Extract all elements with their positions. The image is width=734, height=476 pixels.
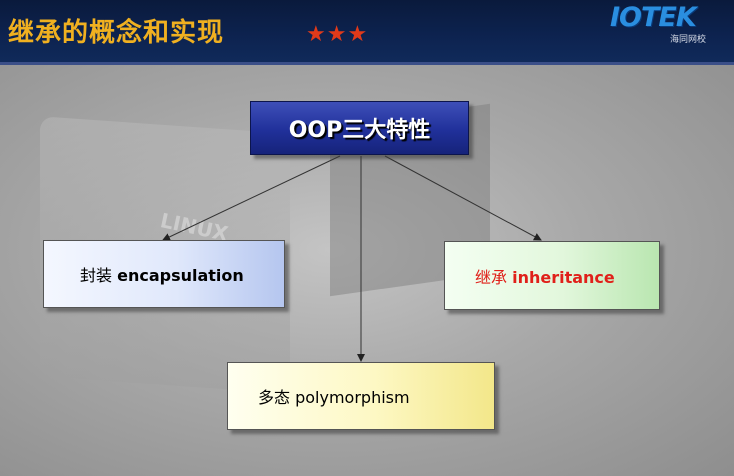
logo-text: IOTEK <box>610 2 697 33</box>
polymorphism-label: 多态 polymorphism <box>258 384 410 408</box>
root-node-oop-features: OOP三大特性 <box>250 101 469 155</box>
logo-subtext: 海同网校 <box>670 35 707 45</box>
node-inheritance: 继承 inheritance <box>444 241 660 310</box>
node-encapsulation: 封装 encapsulation <box>43 240 285 308</box>
slide-title: 继承的概念和实现 <box>8 18 225 48</box>
encapsulation-en: encapsulation <box>117 266 244 285</box>
encapsulation-cn: 封装 <box>80 266 118 285</box>
inheritance-label: 继承 inheritance <box>475 264 615 288</box>
inheritance-en: inheritance <box>512 267 615 287</box>
inheritance-cn: 继承 <box>475 267 513 287</box>
encapsulation-label: 封装 encapsulation <box>80 262 244 286</box>
brand-logo: IOTEK 海同网校 <box>610 2 720 48</box>
header-bar: 继承的概念和实现 ★★★ IOTEK 海同网校 <box>0 0 734 65</box>
node-polymorphism: 多态 polymorphism <box>227 362 495 430</box>
polymorphism-en: polymorphism <box>295 388 410 407</box>
root-node-label: OOP三大特性 <box>288 118 431 143</box>
polymorphism-cn: 多态 <box>258 388 296 407</box>
rating-stars: ★★★ <box>306 22 369 47</box>
